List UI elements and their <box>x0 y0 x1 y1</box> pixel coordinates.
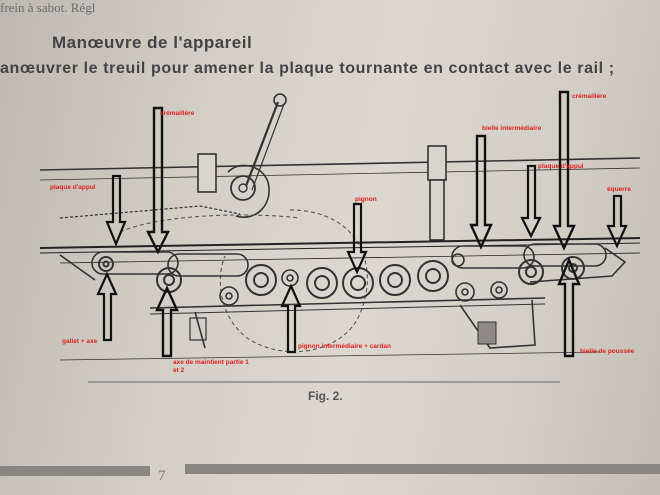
label-pignon: pignon <box>355 196 377 203</box>
arrow-gallet-axe <box>96 271 118 342</box>
arrow-pignon <box>346 202 368 275</box>
figure-caption: Fig. 2. <box>308 389 343 403</box>
label-bielle-intermediaire: bielle intermédiaire <box>482 125 542 132</box>
small-gears <box>219 253 508 306</box>
label-pignon-intermediaire: pignon intermédiaire + cardan <box>298 343 392 350</box>
label-bielle-poussee: bielle de poussée <box>580 348 635 355</box>
label-axe-maintient-2: et 2 <box>173 367 185 374</box>
page-footer-bands <box>0 464 660 476</box>
label-equerre: équerre <box>607 186 631 193</box>
arrow-cremaillere-left <box>146 106 170 255</box>
main-rail <box>39 237 641 264</box>
arrow-plaque-appui-right <box>520 164 542 239</box>
label-cremaillere-left: crémaillère <box>160 110 195 117</box>
arrow-pignon-intermediaire <box>280 283 302 354</box>
top-text-fragment: frein à sabot. Régl <box>0 0 96 15</box>
label-cremaillere-right: crémaillère <box>572 93 607 100</box>
page-number: 7 <box>158 468 166 484</box>
vertical-posts <box>197 145 447 241</box>
arrow-axe-maintient <box>155 285 179 358</box>
section-heading: Manœuvre de l'appareil <box>52 33 253 52</box>
rollers <box>98 256 585 299</box>
label-gallet-axe: gallet + axe <box>62 338 98 345</box>
upper-rail-lines <box>39 157 641 181</box>
arrow-equerre <box>606 194 628 249</box>
annotation-arrows <box>96 90 628 358</box>
link-chain-left <box>59 251 249 281</box>
lever-arm <box>59 93 287 219</box>
base-frame <box>59 297 601 361</box>
label-axe-maintient-1: axe de maintient partie 1 <box>173 359 249 366</box>
arrow-plaque-appui-left <box>105 174 127 247</box>
arrow-bielle-poussee <box>557 256 581 358</box>
arrow-cremaillere-right <box>552 90 576 251</box>
label-plaque-appui-left: plaque d'appui <box>50 184 96 191</box>
intro-sentence: anœuvrer le treuil pour amener la plaque… <box>0 60 615 77</box>
label-plaque-appui-right: plaque d'appui <box>538 163 584 170</box>
arrow-bielle-intermediaire <box>469 134 493 250</box>
